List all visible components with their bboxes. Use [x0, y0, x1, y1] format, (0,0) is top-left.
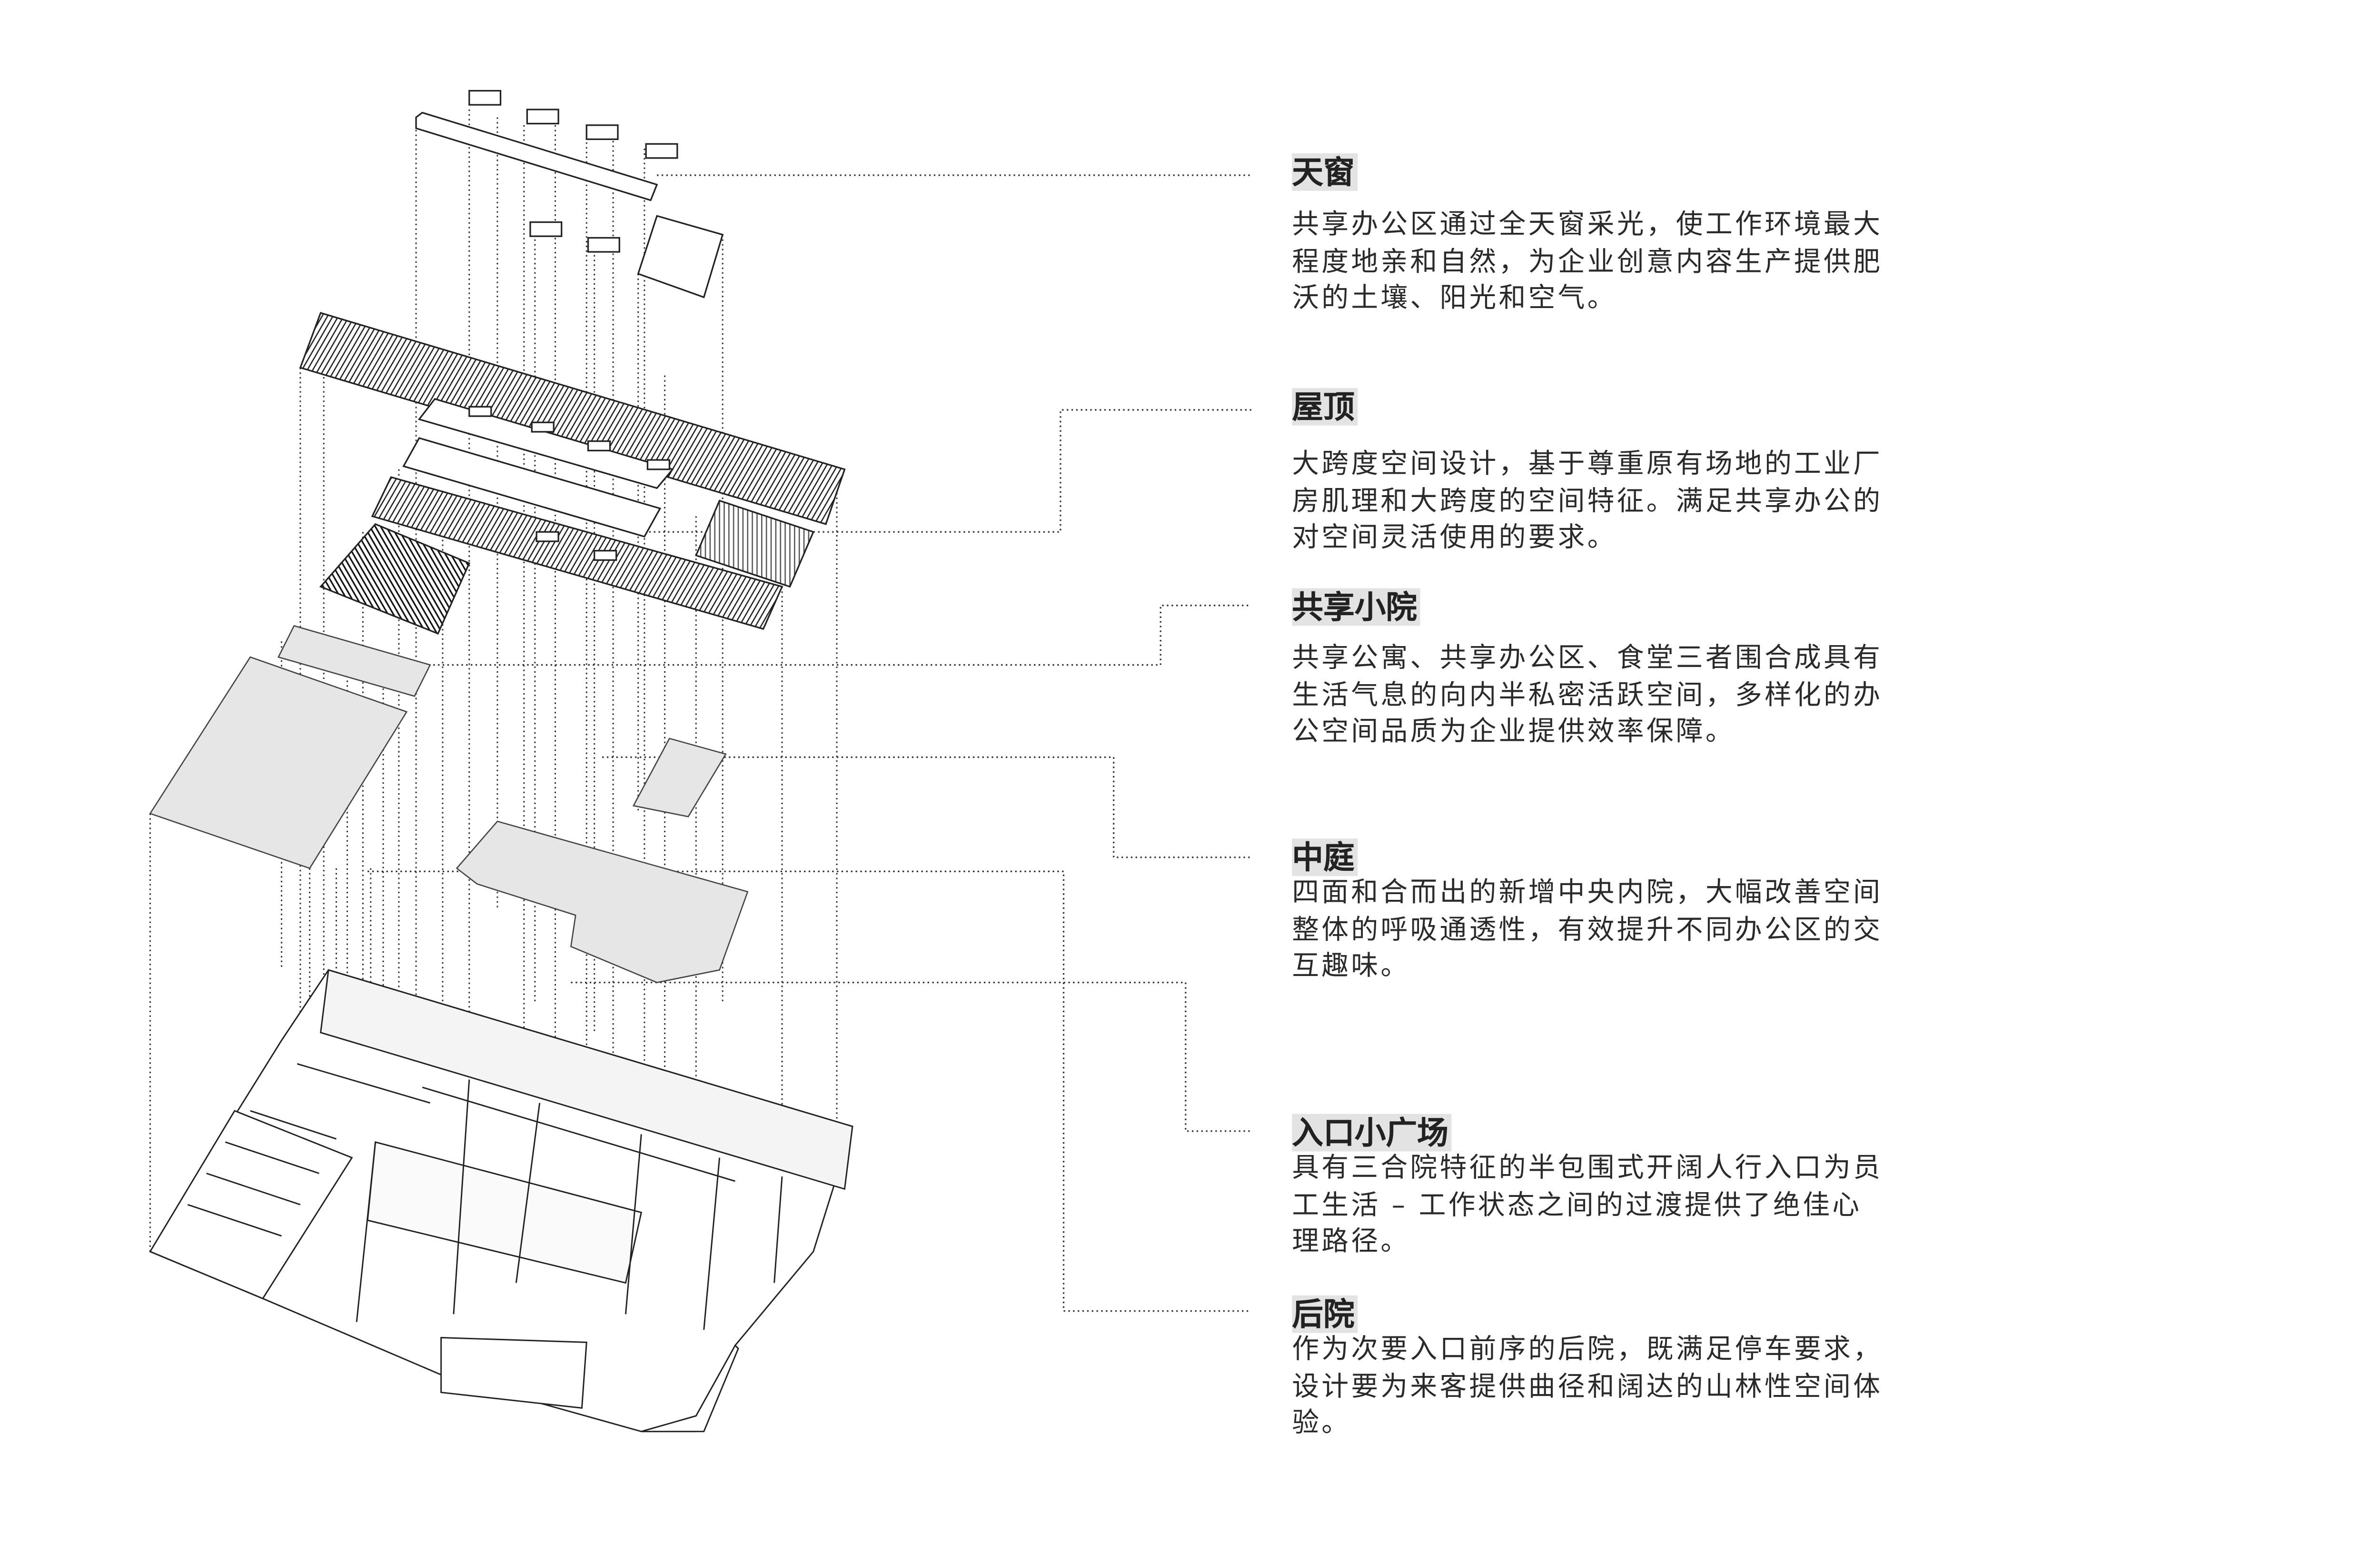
section-title: 屋顶: [1292, 388, 1358, 426]
section-title: 入口小广场: [1292, 1114, 1452, 1152]
ground-floor-plan: [149, 969, 853, 1433]
section-text-line: 大跨度空间设计，基于尊重原有场地的工业厂: [1292, 449, 1883, 480]
section-text-line: 共享办公区通过全天窗采光，使工作环境最大: [1292, 209, 1883, 241]
courtyard-slabs: [149, 625, 749, 983]
section-atrium: 中庭 四面和合而出的新增中央内院，大幅改善空间 整体的呼吸通透性，有效提升不同办…: [1292, 838, 1917, 986]
section-title: 共享小院: [1292, 588, 1420, 626]
section-text-line: 设计要为来客提供曲径和阔达的山林性空间体: [1292, 1371, 1883, 1403]
section-text-line: 房肌理和大跨度的空间特征。满足共享办公的: [1292, 486, 1883, 518]
section-backyard: 后院 作为次要入口前序的后院，既满足停车要求， 设计要为来客提供曲径和阔达的山林…: [1292, 1295, 1917, 1444]
section-entrance-plaza: 入口小广场 具有三合院特征的半包围式开阔人行入口为员 工生活 – 工作状态之间的…: [1292, 1114, 1917, 1262]
section-text-line: 共享公寓、共享办公区、食堂三者围合成具有: [1292, 643, 1883, 675]
section-title: 天窗: [1292, 153, 1358, 191]
roof-layer: [299, 312, 846, 635]
section-text-line: 四面和合而出的新增中央内院，大幅改善空间: [1292, 877, 1883, 909]
section-text-line: 工生活 – 工作状态之间的过渡提供了绝佳心: [1292, 1190, 1862, 1221]
section-text-line: 对空间灵活使用的要求。: [1292, 522, 1617, 554]
skylight-layer: [415, 90, 724, 299]
section-text-line: 整体的呼吸通透性，有效提升不同办公区的交: [1292, 914, 1883, 946]
section-text-line: 理路径。: [1292, 1226, 1410, 1258]
section-title: 后院: [1292, 1295, 1358, 1333]
section-text-line: 沃的土壤、阳光和空气。: [1292, 283, 1617, 315]
section-text-line: 生活气息的向内半私密活跃空间，多样化的办: [1292, 679, 1883, 711]
section-title: 中庭: [1292, 838, 1358, 877]
section-text-line: 互趣味。: [1292, 951, 1410, 983]
section-text-line: 验。: [1292, 1408, 1351, 1440]
section-shared-courtyard: 共享小院 共享公寓、共享办公区、食堂三者围合成具有 生活气息的向内半私密活跃空间…: [1292, 588, 1917, 752]
section-text-line: 程度地亲和自然，为企业创意内容生产提供肥: [1292, 246, 1883, 278]
section-text-line: 具有三合院特征的半包围式开阔人行入口为员: [1292, 1153, 1883, 1185]
section-text-line: 公空间品质为企业提供效率保障。: [1292, 716, 1735, 748]
section-roof: 屋顶 大跨度空间设计，基于尊重原有场地的工业厂 房肌理和大跨度的空间特征。满足共…: [1292, 388, 1917, 558]
section-skylight: 天窗 共享办公区通过全天窗采光，使工作环境最大 程度地亲和自然，为企业创意内容生…: [1292, 153, 1917, 319]
section-text-line: 作为次要入口前序的后院，既满足停车要求，: [1292, 1334, 1883, 1366]
